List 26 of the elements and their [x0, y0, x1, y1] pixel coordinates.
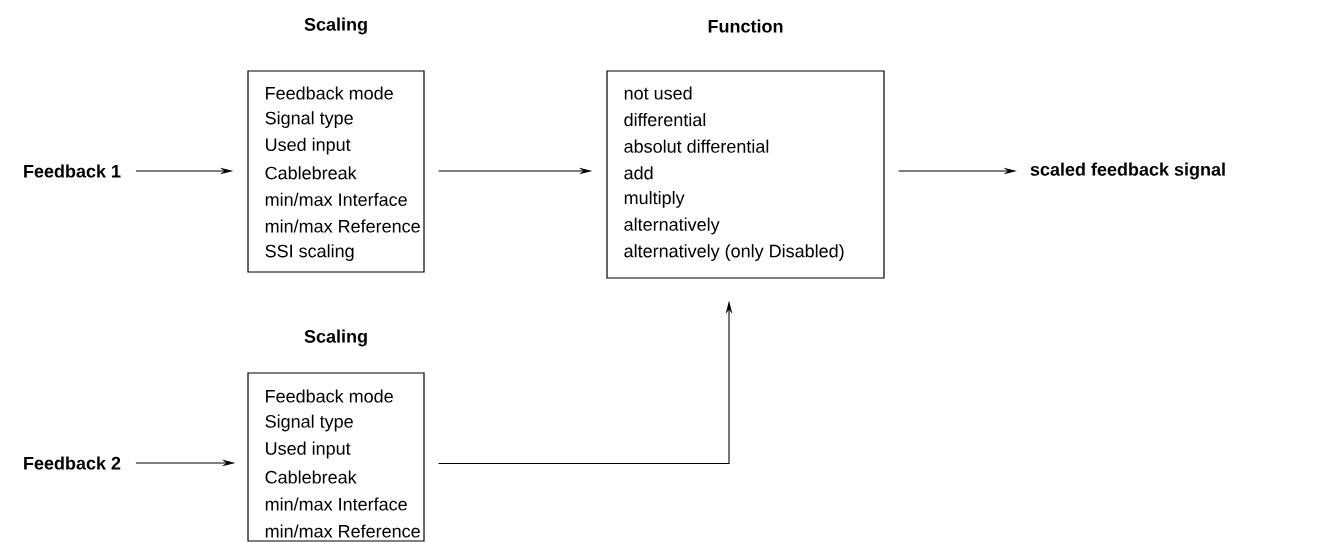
- list-item: multiply: [624, 191, 685, 208]
- list-item: alternatively (only Disabled): [624, 244, 844, 261]
- list-item: min/max Reference: [265, 219, 420, 233]
- box-heading: Scaling: [304, 329, 367, 347]
- list-item: min/max Interface: [265, 192, 407, 206]
- list-item: Feedback mode: [266, 86, 393, 100]
- signal-label: Feedback 2: [24, 456, 121, 470]
- signal-label: Feedback 1: [24, 164, 121, 178]
- list-item: Signal type: [265, 414, 353, 432]
- list-item: min/max Reference: [265, 524, 420, 538]
- box-heading: Scaling: [304, 17, 367, 35]
- list-item: min/max Interface: [265, 497, 407, 511]
- signal-label: scaled feedback signal: [1030, 162, 1225, 180]
- list-item: Used input: [266, 441, 351, 459]
- box-heading: Function: [708, 19, 783, 33]
- list-item: absolut differential: [624, 139, 769, 153]
- list-item: add: [624, 166, 653, 180]
- list-item: differential: [624, 113, 706, 127]
- list-item: Used input: [266, 137, 351, 155]
- list-item: not used: [624, 86, 692, 100]
- list-item: Feedback mode: [266, 389, 393, 403]
- list-item: Cablebreak: [265, 470, 357, 484]
- list-item: Cablebreak: [265, 166, 357, 180]
- list-item: SSI scaling: [265, 244, 354, 261]
- list-item: alternatively: [624, 217, 720, 235]
- list-item: Signal type: [265, 111, 353, 128]
